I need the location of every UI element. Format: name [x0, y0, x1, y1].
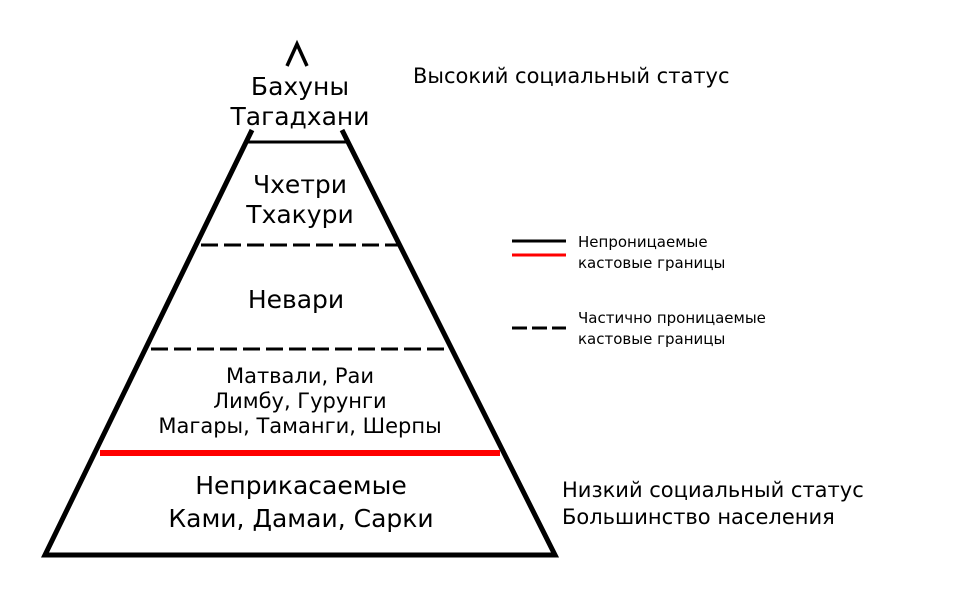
legend-solid-label: Непроницаемые кастовые границы	[578, 233, 726, 272]
tier-label-untouchables: Неприкасаемые Ками, Дамаи, Сарки	[168, 471, 434, 533]
tier-label-bahuny: Бахуны Тагадхани	[230, 72, 370, 131]
tier-label-chhetri: Чхетри Тхакури	[246, 170, 354, 229]
tier-label-matvali: Матвали, Раи Лимбу, Гурунги Магары, Тама…	[158, 364, 442, 439]
annotation-high-status: Высокий социальный статус	[413, 64, 730, 88]
tier-label-nevari: Невари	[247, 285, 345, 314]
apex-caret	[285, 39, 309, 67]
pyramid-outline	[41, 128, 560, 558]
legend-dashed-label: Частично проницаемые кастовые границы	[578, 309, 766, 348]
annotation-low-status: Низкий социальный статус Большинство нас…	[562, 478, 864, 530]
